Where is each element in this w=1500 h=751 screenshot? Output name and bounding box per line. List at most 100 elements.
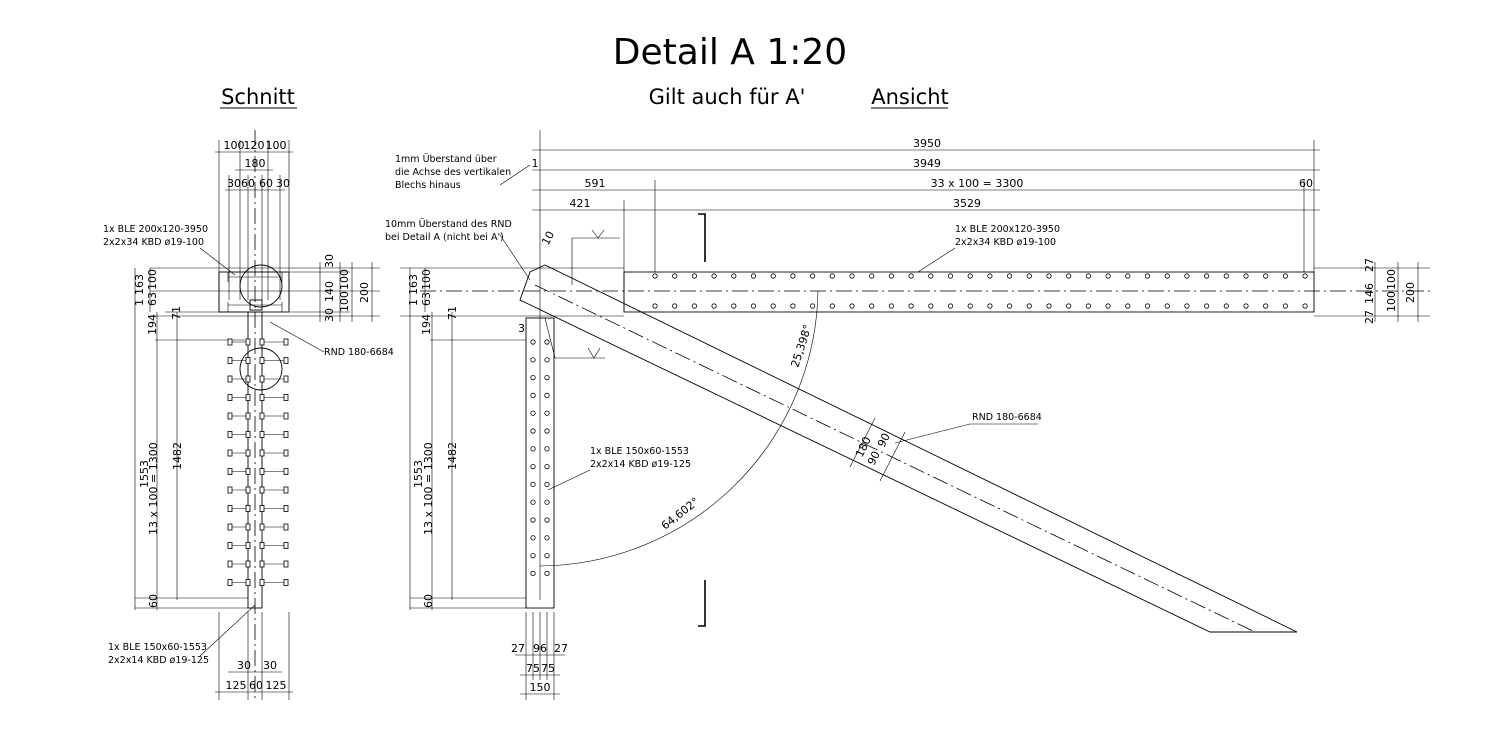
bolt-hole xyxy=(770,273,776,279)
bolt-hole xyxy=(530,517,536,523)
ansicht-dim-60: 60 xyxy=(422,594,435,608)
bolt-hole xyxy=(1085,303,1092,309)
bolt-hole xyxy=(544,570,550,577)
bolt-hole xyxy=(544,535,550,541)
bolt-head xyxy=(245,357,251,364)
bolt-head xyxy=(245,338,251,346)
bolt-head xyxy=(259,375,265,383)
bolt-head xyxy=(259,505,265,512)
bolt-head xyxy=(259,579,265,586)
bolt-hole xyxy=(672,273,678,279)
bolt-hole xyxy=(652,303,658,309)
dim-3529: 3529 xyxy=(953,197,981,210)
schnitt-dim-right-30b: 30 xyxy=(323,308,336,322)
bolt-hole xyxy=(987,303,993,309)
bolt-hole xyxy=(544,374,550,381)
bolt-hole xyxy=(530,446,536,452)
bolt-head xyxy=(245,486,251,494)
dim-3950: 3950 xyxy=(913,137,941,150)
bolt-head xyxy=(227,505,233,512)
bolt-hole xyxy=(1263,273,1269,279)
drawing-subtitle: Gilt auch für A' xyxy=(649,85,806,109)
bolt-hole xyxy=(530,463,536,470)
schnitt-dim-bottom-60: 60 xyxy=(249,679,263,692)
bolt-hole xyxy=(530,481,536,487)
ansicht-dim-bottom-27b: 27 xyxy=(554,642,568,655)
dim-3300: 33 x 100 = 3300 xyxy=(931,177,1024,190)
bolt-hole xyxy=(1105,303,1111,309)
bolt-head xyxy=(283,486,289,494)
bolt-head xyxy=(227,338,233,346)
bolt-hole xyxy=(544,392,550,398)
ansicht-plate-h-label-1: 1x BLE 200x120-3950 xyxy=(955,224,1060,235)
bolt-hole xyxy=(691,303,698,309)
bolt-hole xyxy=(544,552,550,559)
bolt-hole xyxy=(1204,273,1210,279)
dim-591: 591 xyxy=(585,177,606,190)
bolt-hole xyxy=(672,303,678,309)
bolt-hole xyxy=(544,481,550,487)
bolt-hole xyxy=(544,517,550,523)
bolt-head xyxy=(227,375,233,383)
ansicht-rnd-label: RND 180-6684 xyxy=(972,412,1042,423)
bolt-head xyxy=(227,523,233,531)
bolt-head xyxy=(245,375,251,383)
bolt-head xyxy=(259,560,265,568)
schnitt-dim-60b: 60 xyxy=(259,177,273,190)
schnitt-dim-bottom-125b: 125 xyxy=(266,679,287,692)
bolt-head xyxy=(283,375,289,383)
schnitt-dim-bottom-30b: 30 xyxy=(263,659,277,672)
angle-64: 64,602° xyxy=(659,495,702,532)
schnitt-plate-v-label-2: 2x2x14 KBD ø19-125 xyxy=(108,655,209,666)
bolt-hole xyxy=(1204,303,1210,309)
bolt-hole xyxy=(849,303,855,309)
bolt-hole xyxy=(652,273,658,279)
ansicht-dim-left-71: 71 xyxy=(446,306,459,320)
bolt-head xyxy=(259,449,265,457)
bolt-head xyxy=(283,357,289,364)
bolt-head xyxy=(245,560,251,568)
schnitt-rnd-label: RND 180-6684 xyxy=(324,347,394,358)
dim-right-100b: 100 xyxy=(1385,291,1398,312)
bolt-hole xyxy=(1085,273,1092,279)
bolt-hole xyxy=(750,273,757,279)
bolt-hole xyxy=(1302,303,1308,309)
bolt-hole xyxy=(544,339,550,345)
bolt-hole xyxy=(1144,273,1151,279)
bolt-hole xyxy=(790,273,796,279)
bolt-hole xyxy=(1223,273,1229,279)
bolt-hole xyxy=(1026,303,1032,309)
bolt-head xyxy=(283,431,289,438)
bolt-hole xyxy=(908,303,914,309)
bolt-hole xyxy=(530,374,536,381)
bolt-head xyxy=(245,449,251,457)
bolt-head xyxy=(259,412,265,420)
bolt-head xyxy=(283,579,289,586)
schnitt-view: 100 120 100 180 30 60 60 30 1x BLE 200x1… xyxy=(103,130,394,700)
bolt-hole xyxy=(1243,303,1249,309)
bolt-hole xyxy=(809,273,816,279)
bolt-hole xyxy=(544,463,550,470)
bolt-hole xyxy=(1263,303,1269,309)
ansicht-dim-1300: 13 x 100 = 1300 xyxy=(422,442,435,535)
bolt-hole xyxy=(947,273,954,279)
bolt-hole xyxy=(1282,273,1289,279)
bolt-hole xyxy=(1026,273,1032,279)
bolt-head xyxy=(259,523,265,531)
bolt-head xyxy=(245,468,251,475)
bolt-hole xyxy=(1302,273,1308,279)
bolt-hole xyxy=(544,428,550,434)
bolt-hole xyxy=(888,303,895,309)
dim-right-200: 200 xyxy=(1404,282,1417,303)
bolt-hole xyxy=(711,303,717,309)
dim-3949: 3949 xyxy=(913,157,941,170)
note-10mm-line-1: 10mm Überstand des RND xyxy=(385,219,512,230)
angle-25: 25,398° xyxy=(788,323,814,369)
bolt-head xyxy=(283,394,289,401)
ansicht-dim-left-1: 1 xyxy=(407,299,420,306)
bolt-hole xyxy=(1164,273,1170,279)
dim-60-top: 60 xyxy=(1299,177,1313,190)
ansicht-dim-bottom-75a: 75 xyxy=(526,662,540,675)
dim-421: 421 xyxy=(570,197,591,210)
